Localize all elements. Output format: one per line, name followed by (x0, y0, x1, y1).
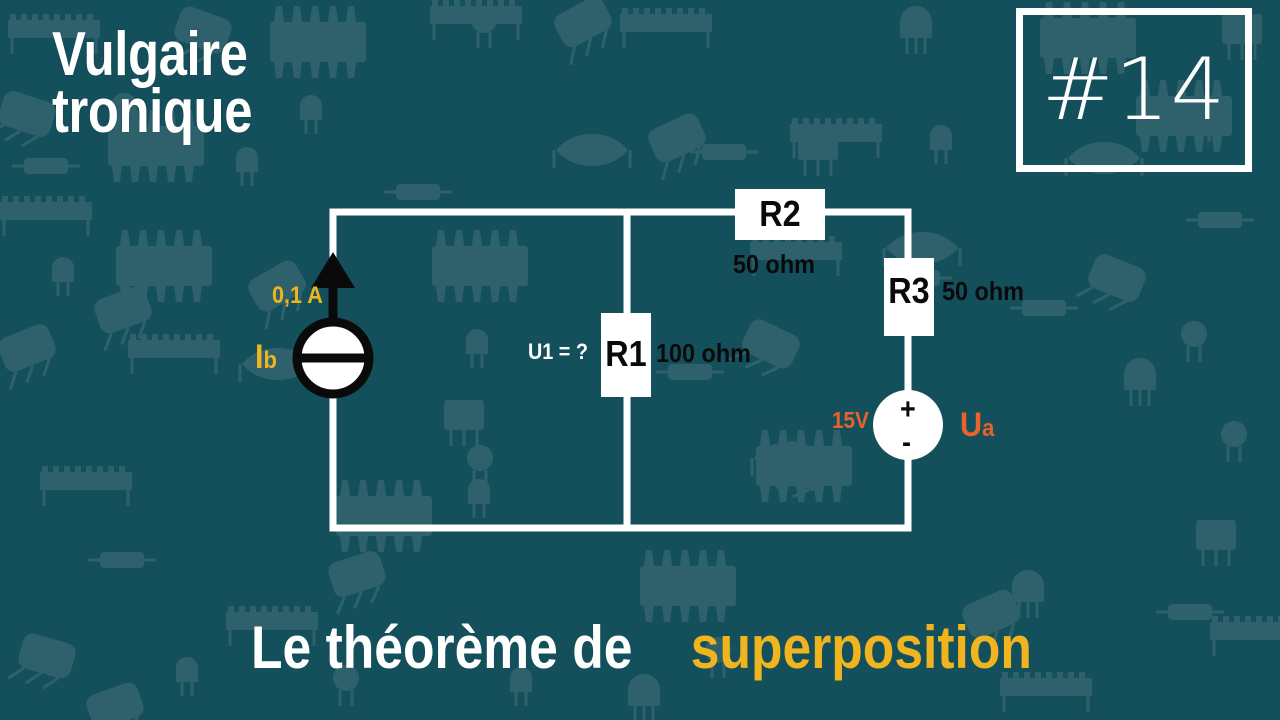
resistor-r2-label: R2 (759, 193, 801, 234)
video-title: Le théorème de superposition (0, 618, 1280, 678)
current-source-icon (292, 252, 374, 399)
voltage-source-symbol-sub: a (982, 415, 995, 442)
current-source-value: 0,1 A (272, 282, 323, 309)
brand-line-1: Vulgaire (52, 20, 248, 89)
voltage-source-symbol-main: U (960, 406, 983, 444)
voltage-source-plus: + (900, 393, 916, 426)
current-source-symbol: Ib (255, 340, 277, 374)
voltage-source-symbol: Ua (960, 408, 994, 442)
current-source-symbol-sub: b (263, 347, 277, 374)
unknown-voltage-label: U1 = ? (528, 339, 588, 364)
resistor-r1-label: R1 (605, 333, 647, 374)
brand-line-2: tronique (52, 77, 253, 147)
resistor-r3-label: R3 (888, 270, 930, 311)
channel-branding: Vulgaire tronique (52, 20, 347, 147)
resistor-r3-body (884, 258, 934, 336)
resistor-r1-value: 100 ohm (656, 338, 751, 368)
current-source-symbol-main: I (255, 338, 264, 376)
resistor-r1-body (601, 313, 651, 397)
voltage-source-value: 15V (832, 407, 869, 433)
episode-number-badge: #14 (1016, 8, 1252, 172)
voltage-source-icon (873, 390, 943, 460)
resistor-r2-value: 50 ohm (733, 249, 815, 279)
episode-number: #14 (1041, 40, 1227, 140)
video-title-part1: Le théorème de (250, 614, 633, 681)
voltage-source-minus: - (902, 426, 911, 459)
resistor-r2-body (735, 189, 825, 240)
video-title-part2: superposition (691, 614, 1033, 681)
resistor-r3-value: 50 ohm (942, 276, 1024, 306)
